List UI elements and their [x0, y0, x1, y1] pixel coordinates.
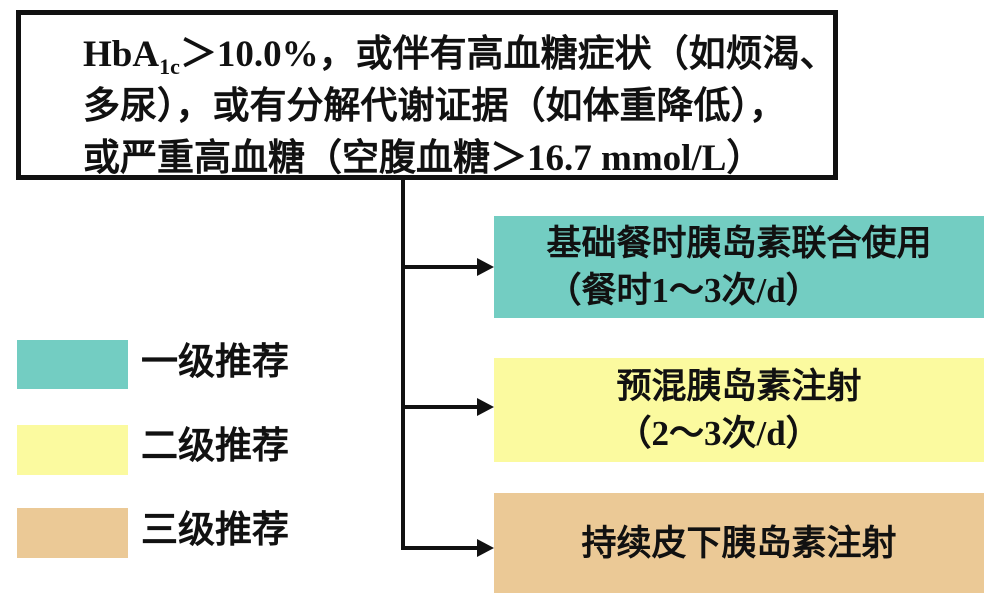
- connector-arrow-line-2: [401, 405, 477, 409]
- option-box-csii: 持续皮下胰岛素注射: [494, 493, 984, 593]
- condition-line-2: 多尿），或有分解代谢证据（如体重降低），: [83, 86, 786, 127]
- arrow-right-icon: [477, 258, 494, 276]
- connector-vertical-line: [401, 180, 405, 550]
- arrow-right-icon: [477, 539, 494, 557]
- option-2-line-2: （2～3次/d）: [616, 414, 821, 453]
- condition-line-3: 或严重高血糖（空腹血糖＞16.7 mmol/L）: [83, 138, 764, 179]
- legend-label-level2: 二级推荐: [141, 426, 289, 467]
- option-3-line-1: 持续皮下胰岛素注射: [581, 523, 897, 563]
- condition-hba-subscript: 1c: [159, 54, 180, 79]
- legend-label-level1: 一级推荐: [141, 342, 289, 383]
- option-1-line-2: （餐时1～3次/d）: [546, 271, 821, 310]
- condition-hba-prefix: HbA: [83, 34, 160, 75]
- condition-box: HbA1c＞10.0%，或伴有高血糖症状（如烦渴、 多尿），或有分解代谢证据（如…: [16, 10, 838, 180]
- legend-swatch-level1: [17, 340, 128, 389]
- arrow-right-icon: [477, 398, 494, 416]
- option-1-line-1: 基础餐时胰岛素联合使用: [546, 224, 932, 263]
- option-box-basal-bolus: 基础餐时胰岛素联合使用 （餐时1～3次/d）: [494, 216, 984, 318]
- condition-line-1: HbA1c＞10.0%，或伴有高血糖症状（如烦渴、: [83, 29, 837, 81]
- legend-swatch-level2: [17, 425, 128, 475]
- legend-swatch-level3: [17, 508, 128, 558]
- option-2-line-1: 预混胰岛素注射: [616, 367, 862, 406]
- legend-label-level3: 三级推荐: [141, 510, 289, 551]
- option-box-premixed-insulin: 预混胰岛素注射 （2～3次/d）: [494, 358, 984, 462]
- connector-arrow-line-3: [401, 546, 477, 550]
- condition-line-1-text: ＞10.0%，或伴有高血糖症状（如烦渴、: [179, 34, 837, 75]
- connector-arrow-line-1: [401, 265, 477, 269]
